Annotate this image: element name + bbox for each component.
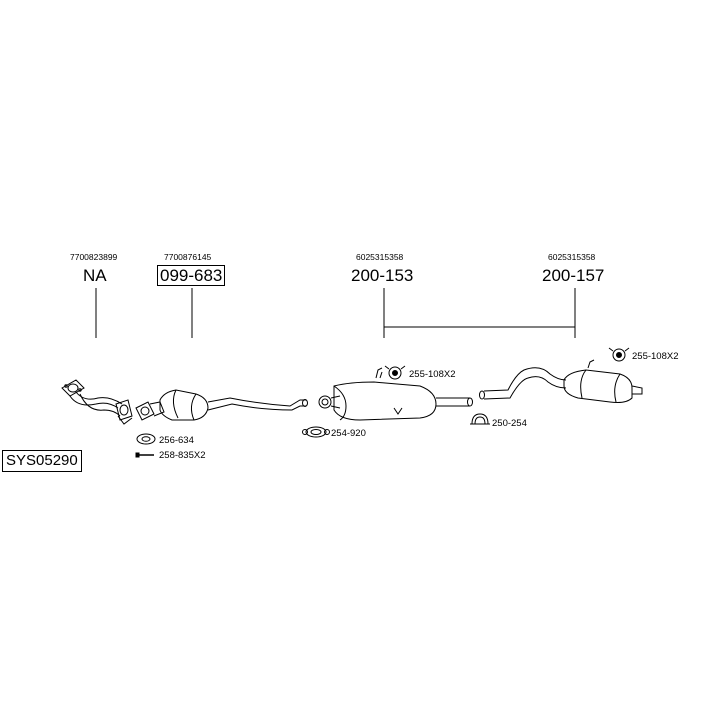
oem-number-downpipe: 7700823899 (70, 252, 118, 262)
part-code-catalyst[interactable]: 099-683 (157, 265, 226, 286)
accessory-label-mount-middle[interactable]: 255-108X2 (409, 369, 456, 380)
downpipe-part[interactable] (61, 379, 133, 425)
part-code-rear-silencer[interactable]: 200-157 (542, 266, 605, 285)
part-code-middle-silencer[interactable]: 200-153 (351, 266, 414, 285)
part-code-downpipe[interactable]: NA (83, 266, 107, 285)
accessory-label-gasket[interactable]: 256-634 (159, 435, 194, 446)
rubber-mount-icon[interactable] (608, 347, 630, 362)
rear-silencer-part[interactable] (479, 359, 643, 403)
gasket-ring-icon[interactable] (136, 433, 156, 445)
system-id-badge: SYS05290 (2, 450, 82, 472)
oem-number-catalyst: 7700876145 (164, 252, 212, 262)
pipe-clamp-icon[interactable] (470, 413, 490, 425)
oem-number-rear-silencer: 6025315358 (548, 252, 596, 262)
middle-silencer-part[interactable] (318, 367, 473, 421)
rubber-mount-icon[interactable] (384, 365, 406, 380)
oem-number-middle-silencer: 6025315358 (356, 252, 404, 262)
accessory-label-mount-rear[interactable]: 255-108X2 (632, 351, 679, 362)
accessory-label-bolt[interactable]: 258-835X2 (159, 450, 206, 461)
bolt-icon[interactable] (135, 452, 154, 458)
accessory-label-clamp[interactable]: 254-920 (331, 428, 366, 439)
catalyst-part[interactable] (135, 389, 308, 421)
accessory-label-pipe-clamp[interactable]: 250-254 (492, 418, 527, 429)
clamp-icon[interactable] (302, 426, 330, 438)
